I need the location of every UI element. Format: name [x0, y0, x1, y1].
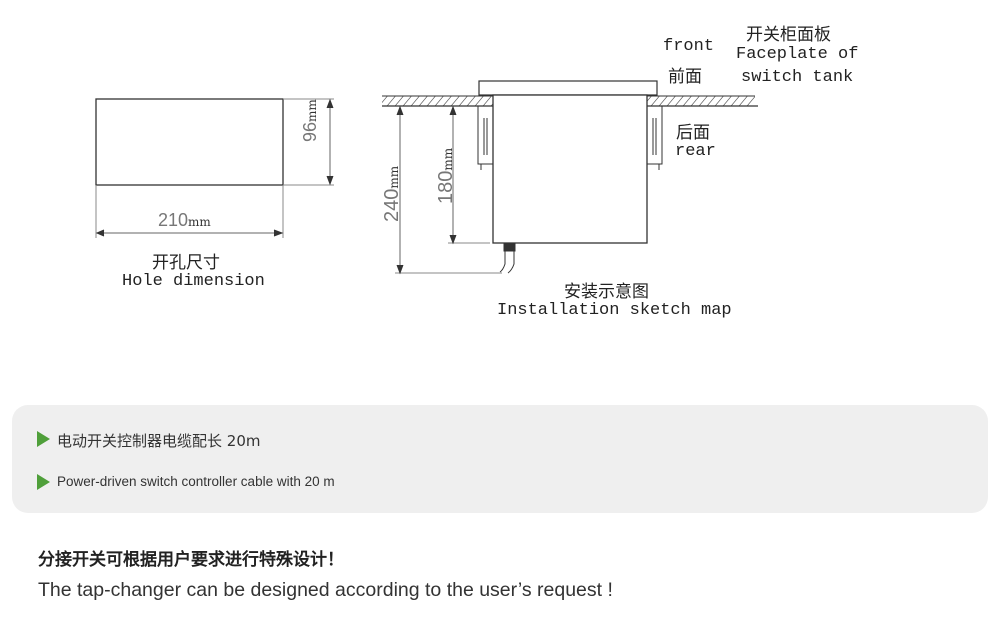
unit: mm [305, 99, 319, 122]
diagrams-svg [95, 80, 758, 275]
note-cn: 电动开关控制器电缆配长 20m [57, 432, 261, 450]
hole-height-label: 96mm [300, 99, 321, 142]
install-title-cn: 安装示意图 [564, 282, 649, 302]
front-label-en: front [663, 37, 715, 56]
installation-diagram [382, 80, 758, 275]
footer-en: The tap-changer can be designed accordin… [38, 579, 613, 601]
unit: mm [441, 147, 455, 171]
hole-title-cn: 开孔尺寸 [152, 253, 220, 273]
notes-panel [12, 405, 988, 513]
bullet-arrow-icon [37, 431, 50, 447]
faceplate-label-en-1: Faceplate of [736, 45, 859, 64]
footer-cn: 分接开关可根据用户要求进行特殊设计！ [38, 550, 344, 570]
install-title-en: Installation sketch map [497, 301, 732, 320]
rear-label-cn: 后面 [676, 123, 710, 143]
front-label-cn: 前面 [668, 67, 702, 87]
install-inner-dim: 180mm [435, 148, 458, 204]
hole-width-label: 210mm [158, 210, 211, 231]
value: 240 [381, 188, 403, 222]
hole-dimension-diagram [95, 98, 334, 238]
bullet-arrow-icon [37, 474, 50, 490]
right-clamp [646, 105, 663, 170]
cable-connector [499, 242, 516, 274]
left-clamp [477, 105, 494, 170]
rear-label-en: rear [675, 142, 716, 161]
value: 210 [158, 210, 189, 230]
unit: mm [188, 215, 211, 229]
install-total-dim: 240mm [381, 166, 404, 222]
unit: mm [387, 165, 401, 189]
value: 96 [300, 121, 320, 142]
hole-title-en: Hole dimension [122, 272, 265, 291]
faceplate-label-en-2: switch tank [741, 68, 854, 87]
faceplate-label-cn: 开关柜面板 [746, 25, 831, 45]
value: 180 [435, 170, 457, 204]
note-en: Power-driven switch controller cable wit… [57, 474, 335, 489]
